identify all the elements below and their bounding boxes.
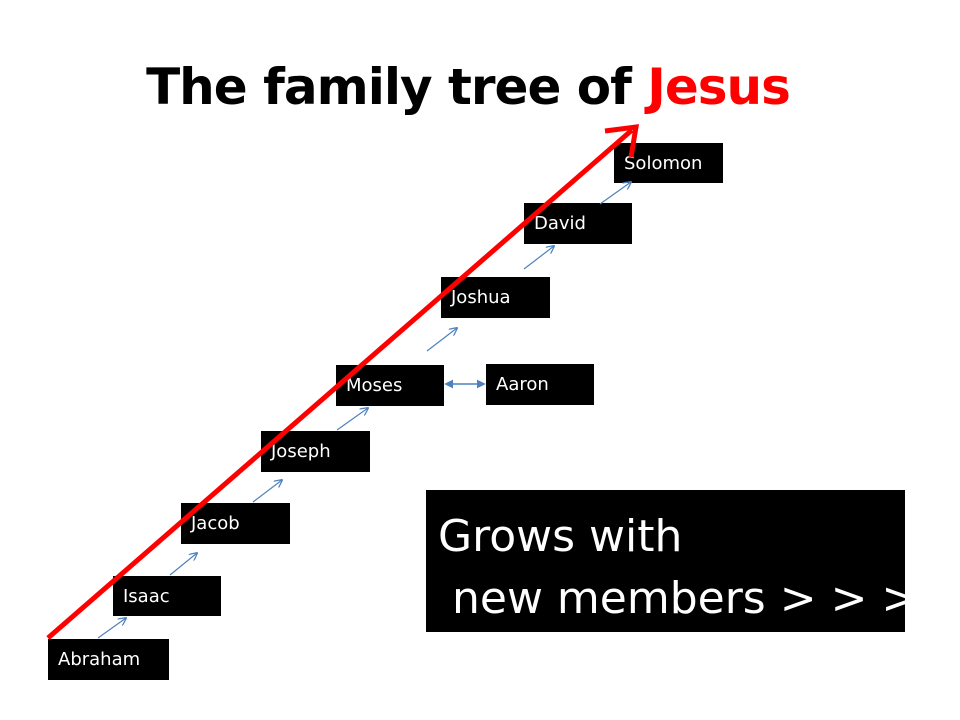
node-moses: Moses [336,365,444,406]
arrow-jacob-joseph [252,480,282,503]
node-jacob: Jacob [181,503,290,544]
node-isaac: Isaac [113,576,221,616]
node-joshua: Joshua [441,277,550,318]
arrow-joseph-moses [336,408,368,431]
arrow-joshua-david [523,246,554,270]
node-abraham: Abraham [48,639,169,680]
node-solomon: Solomon [614,143,723,183]
page-title: The family tree of Jesus [0,58,936,116]
node-aaron: Aaron [486,364,594,405]
growth-callout: Grows with new members > > > [426,490,919,632]
arrow-moses-joshua [426,328,457,352]
arrow-david-solomon [599,182,631,205]
node-david: David [524,203,632,244]
title-highlight: Jesus [647,58,791,116]
callout-line-1: Grows with [438,511,683,562]
callout-line-2: new members > > > [438,573,919,624]
node-joseph: Joseph [261,431,370,472]
arrow-abraham-isaac [97,618,126,639]
title-prefix: The family tree of [146,58,648,116]
arrow-isaac-jacob [169,553,197,576]
